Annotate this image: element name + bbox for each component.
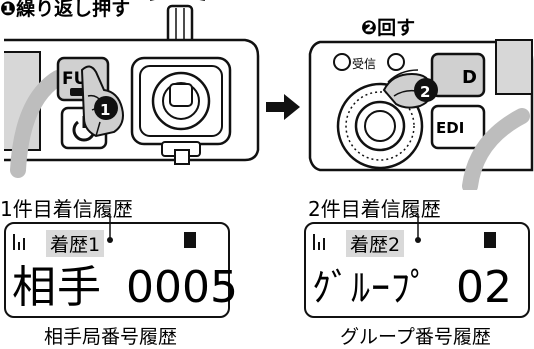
left-display-footer: 相手局番号履歴	[44, 326, 178, 348]
left-lcd-display: 着歴1 相手 0005	[4, 222, 238, 318]
connector-socket-icon	[130, 56, 232, 165]
lcd-number: 02	[456, 262, 512, 313]
right-display-footer: グループ番号履歴	[340, 326, 491, 348]
rotary-dial[interactable]	[336, 82, 424, 170]
svg-text:1: 1	[100, 101, 110, 119]
signal-icon	[312, 232, 326, 256]
arrow-right-icon	[266, 94, 300, 120]
lcd-main-text: ｸﾞﾙｰﾌﾟ	[312, 266, 431, 310]
receive-label: 受信	[352, 57, 376, 71]
signal-icon	[12, 232, 26, 256]
left-pointer-line	[107, 214, 113, 243]
battery-icon	[484, 232, 496, 248]
edit-key[interactable]: EDI	[430, 104, 486, 150]
d-key[interactable]: D	[430, 52, 486, 98]
func-key-label: FU	[62, 69, 87, 89]
lcd-number: 0005	[126, 262, 238, 313]
history-tag: 着歴2	[346, 230, 405, 257]
svg-text:2: 2	[420, 83, 430, 101]
right-pointer-line	[415, 214, 421, 243]
d-key-label: D	[462, 67, 477, 88]
right-device-illustration: 受信 D EDI 2	[308, 39, 534, 190]
edit-key-label: EDI	[436, 119, 464, 137]
receive-indicator: 受信	[333, 53, 405, 71]
right-step-label: ❷回す	[361, 17, 416, 39]
lcd-main-text: 相手	[12, 262, 102, 313]
battery-icon	[184, 232, 196, 248]
history-tag: 着歴1	[46, 230, 105, 257]
left-step-label: ❶繰り返し押す	[0, 0, 131, 20]
left-device-illustration: FU 1	[4, 0, 260, 178]
